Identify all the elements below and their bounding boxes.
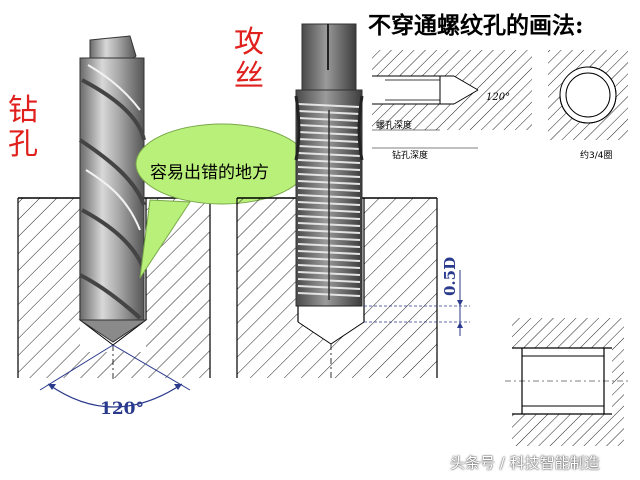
- inset-angle-label: 120°: [486, 92, 510, 103]
- tap-label: 攻 丝: [234, 26, 264, 94]
- tap-label-char-1: 攻: [234, 25, 264, 60]
- depth-label: 0.5D: [441, 257, 459, 296]
- drill-label-char-1: 钻: [8, 93, 38, 128]
- tap-label-char-2: 丝: [234, 59, 264, 94]
- angle-dimension: [39, 344, 191, 408]
- watermark: 头条号 / 科技智能制造: [450, 454, 600, 472]
- page-title: 不穿通螺纹孔的画法:: [368, 12, 584, 39]
- inset-thread-drawing: [372, 50, 628, 149]
- drill-label-char-2: 孔: [8, 127, 38, 162]
- callout-text: 容易出错的地方: [150, 163, 269, 183]
- tap-thread-ridge: [297, 103, 361, 108]
- depth-dimension: [364, 270, 470, 336]
- inset-thread-depth-label: 螺孔深度: [376, 119, 412, 131]
- inset-thread-section: [505, 318, 630, 446]
- drill-bit: [78, 35, 148, 343]
- inset-about-label: 约3/4圈: [580, 149, 613, 161]
- angle-label: 120°: [100, 399, 144, 419]
- inset-drill-depth-label: 钻孔深度: [392, 149, 428, 161]
- drill-label: 钻 孔: [8, 94, 38, 162]
- tap-tool: [294, 23, 364, 307]
